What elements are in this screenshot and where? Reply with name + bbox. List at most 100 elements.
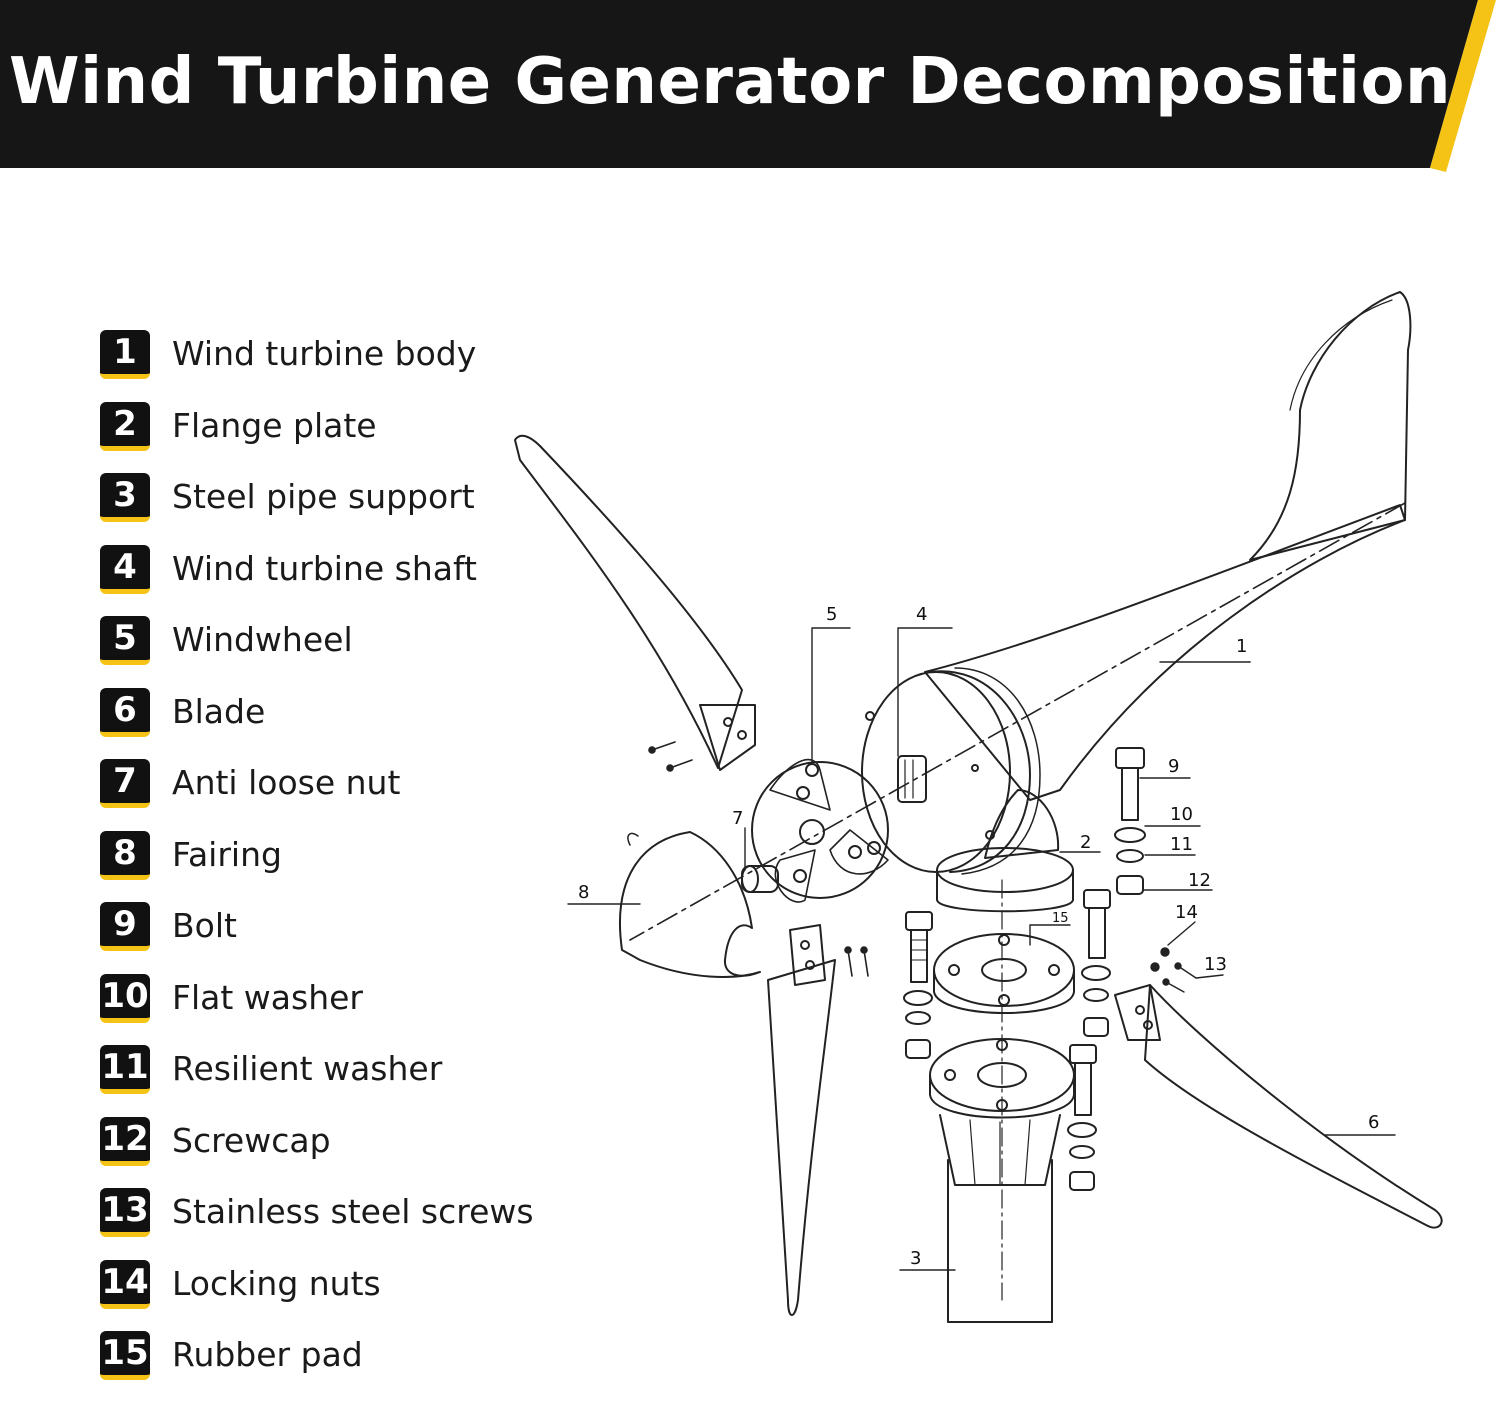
legend-number: 1 [100,330,150,379]
legend-item-3: 3 Steel pipe support [100,473,560,545]
legend-number-badge: 10 [100,973,150,1023]
legend-number: 2 [100,401,150,451]
legend-number: 7 [100,759,150,808]
legend-number: 11 [100,1045,150,1094]
callout-1: 1 [1236,636,1247,657]
legend-item-14: 14 Locking nuts [100,1259,560,1332]
callout-15: 15 [1052,911,1069,926]
legend-number-badge: 9 [100,902,150,951]
legend-label: Rubber pad [172,1335,363,1374]
locking-nuts [1150,947,1197,993]
legend-item-7: 7 Anti loose nut [100,759,560,831]
anti-loose-nut [741,865,779,893]
callout-2: 2 [1080,832,1091,853]
legend-number: 4 [100,544,150,594]
banner-background [0,0,1496,172]
legend-label: Locking nuts [172,1263,381,1303]
callout-11: 11 [1170,834,1193,855]
legend-number: 6 [100,687,150,737]
legend-label: Steel pipe support [172,477,475,516]
legend-label: Wind turbine shaft [172,548,477,588]
callout-14: 14 [1175,902,1198,923]
legend-label: Fairing [172,834,282,874]
legend-label: Flange plate [172,405,377,445]
legend-number: 3 [100,473,150,522]
callout-7: 7 [732,808,743,829]
legend-number-badge: 14 [100,1259,150,1309]
legend-item-8: 8 Fairing [100,830,560,903]
generator-face [861,671,1011,873]
turbine-shaft [897,755,927,803]
legend-item-4: 4 Wind turbine shaft [100,544,560,617]
blade-screws-upper [648,741,693,772]
callout-4: 4 [916,604,927,625]
legend-number-badge: 12 [100,1116,150,1166]
callout-3: 3 [910,1248,921,1269]
legend-number: 15 [100,1331,150,1380]
legend-item-15: 15 Rubber pad [100,1331,560,1403]
turbine-body [924,504,1406,801]
title-banner: Wind Turbine Generator Decomposition [0,0,1500,172]
legend-label: Bolt [172,906,237,945]
page-title: Wind Turbine Generator Decomposition [9,45,1451,119]
legend-item-11: 11 Resilient washer [100,1045,560,1117]
legend-number-badge: 5 [100,616,150,665]
legend-item-6: 6 Blade [100,687,560,760]
legend-number: 12 [100,1116,150,1166]
callout-8: 8 [578,882,589,903]
legend-item-13: 13 Stainless steel screws [100,1188,560,1260]
legend-label: Screwcap [172,1120,331,1160]
leader-lines [567,627,1396,1271]
legend-number: 8 [100,830,150,880]
flange-plate-top [936,847,1074,893]
legend-number-badge: 2 [100,401,150,451]
legend-label: Anti loose nut [172,763,401,802]
axis-line [629,502,1406,941]
legend-label: Flat washer [172,977,363,1017]
legend-number: 14 [100,1259,150,1309]
callout-6: 6 [1368,1112,1379,1133]
legend-number-badge: 8 [100,830,150,880]
legend-item-10: 10 Flat washer [100,973,560,1046]
legend-number: 9 [100,902,150,951]
callout-9: 9 [1168,756,1179,777]
blade-screws-lower [844,946,869,977]
fairing [618,831,761,978]
tail-fin-edge [1289,299,1393,411]
bolt-stack-low [1067,1044,1097,1191]
legend-item-5: 5 Windwheel [100,616,560,688]
bolt-stack-top [1114,747,1146,895]
legend-item-9: 9 Bolt [100,902,560,974]
callout-12: 12 [1188,870,1211,891]
callout-5: 5 [826,604,837,625]
callout-10: 10 [1170,804,1193,825]
windwheel-hub [751,758,889,903]
blade-right [1144,984,1443,1229]
legend-number-badge: 13 [100,1188,150,1237]
blade-lower [767,959,836,1316]
legend-label: Blade [172,691,266,731]
parts-legend: 1 Wind turbine body 2 Flange plate 3 Ste… [100,330,560,1403]
steel-pipe [947,1159,1053,1323]
bolt-stack-mid [1081,889,1111,1037]
legend-item-2: 2 Flange plate [100,401,560,474]
legend-number-badge: 4 [100,544,150,594]
legend-number-badge: 7 [100,759,150,808]
legend-number-badge: 15 [100,1331,150,1380]
blade-upper [514,434,743,769]
legend-item-1: 1 Wind turbine body [100,330,560,402]
bolt-stack-left [903,911,933,1059]
callout-13: 13 [1204,954,1227,975]
legend-label: Wind turbine body [172,334,477,373]
legend-item-12: 12 Screwcap [100,1116,560,1189]
legend-number-badge: 11 [100,1045,150,1094]
legend-number-badge: 1 [100,330,150,379]
legend-label: Windwheel [172,620,353,659]
legend-number: 13 [100,1188,150,1237]
generator-rim [929,670,1031,873]
legend-label: Stainless steel screws [172,1192,534,1231]
legend-number-badge: 3 [100,473,150,522]
legend-number: 5 [100,616,150,665]
legend-number: 10 [100,973,150,1023]
